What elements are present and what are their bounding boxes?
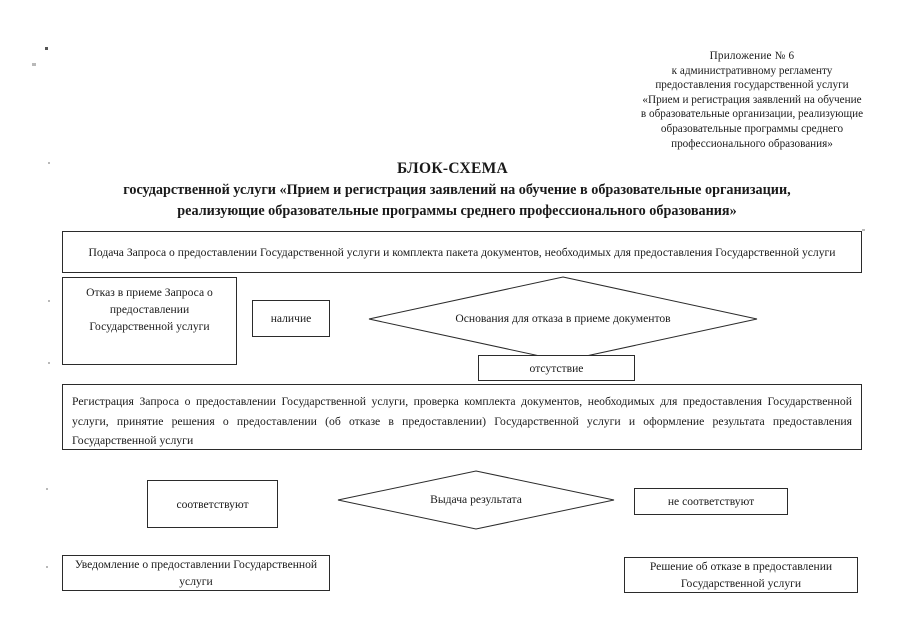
scan-speck	[45, 47, 48, 50]
flow-box-registration-label: Регистрация Запроса о предоставлении Гос…	[72, 395, 852, 447]
appendix-line-3: предоставления государственной услуги	[655, 79, 849, 92]
flow-box-decision-of-refusal: Решение об отказе в предоставлении Госуд…	[624, 557, 858, 593]
flow-box-registration: Регистрация Запроса о предоставлении Гос…	[62, 384, 862, 450]
page-subtitle: государственной услуги «Прием и регистра…	[123, 182, 791, 219]
flow-box-refusal-to-accept: Отказ в приеме Запроса о предоставлении …	[62, 277, 237, 365]
flow-box-presence: наличие	[252, 300, 330, 337]
page-title: БЛОК-СХЕМА	[396, 160, 508, 177]
diamond-shape	[337, 470, 615, 530]
flow-box-submit-request: Подача Запроса о предоставлении Государс…	[62, 231, 862, 273]
flow-box-absence-label: отсутствие	[529, 361, 584, 375]
scan-speck	[46, 566, 48, 568]
scan-speck	[48, 300, 50, 302]
flow-decision-issue-result: Выдача результата	[337, 470, 615, 530]
scan-speck	[46, 488, 48, 490]
flow-box-conform-label: соответствуют	[176, 497, 249, 511]
appendix-line-4: «Прием и регистрация заявлений на обучен…	[642, 93, 862, 106]
flow-box-decision-of-refusal-label: Решение об отказе в предоставлении Госуд…	[649, 560, 833, 590]
appendix-line-6: образовательные программы среднего	[660, 122, 844, 135]
flow-box-notice-of-provision-label: Уведомление о предоставлении Государстве…	[74, 558, 318, 588]
scan-speck	[862, 229, 865, 231]
flow-decision-grounds-for-refusal: Основания для отказа в приеме документов	[368, 276, 758, 362]
flow-box-presence-label: наличие	[270, 312, 312, 325]
flow-box-conform: соответствуют	[147, 480, 278, 528]
flow-box-absence: отсутствие	[478, 355, 635, 381]
diamond-shape	[368, 276, 758, 362]
flow-box-notice-of-provision: Уведомление о предоставлении Государстве…	[62, 555, 330, 591]
flow-box-submit-request-label: Подача Запроса о предоставлении Государс…	[88, 245, 836, 259]
appendix-note: Приложение № 6 к административному регла…	[608, 49, 896, 151]
appendix-line-7: профессионального образования»	[671, 137, 833, 150]
appendix-line-5: в образовательные организации, реализующ…	[640, 108, 864, 121]
appendix-line-1: Приложение № 6	[709, 50, 795, 62]
flow-box-refusal-to-accept-label: Отказ в приеме Запроса о предоставлении …	[86, 286, 213, 333]
scan-speck	[32, 63, 36, 66]
scan-speck	[48, 362, 50, 364]
scan-speck	[48, 162, 50, 164]
flow-box-not-conform-label: не соответствуют	[667, 495, 755, 508]
appendix-line-2: к административному регламенту	[671, 64, 833, 77]
flow-box-not-conform: не соответствуют	[634, 488, 788, 515]
